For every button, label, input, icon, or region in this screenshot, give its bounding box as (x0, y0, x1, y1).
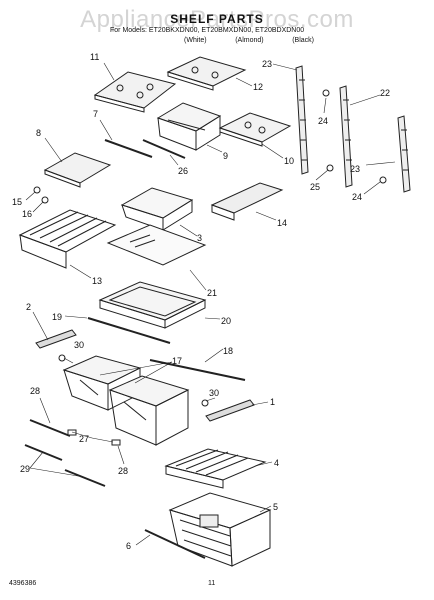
callout-27: 27 (79, 434, 89, 444)
callout-17: 17 (172, 356, 182, 366)
callout-16: 16 (22, 209, 32, 219)
part-upright-22 (339, 85, 353, 188)
callout-8: 8 (36, 128, 41, 138)
part-wire-shelf-4 (164, 448, 267, 489)
callout-26: 26 (178, 166, 188, 176)
page-number: 11 (208, 580, 216, 587)
part-rail-26 (142, 139, 186, 159)
callout-24-mid: 24 (352, 192, 362, 202)
part-crisper-17b (108, 375, 190, 446)
part-drawer-9 (156, 102, 222, 151)
callout-24-top: 24 (318, 116, 328, 126)
watermark: AppliancePartsPros.com (80, 6, 354, 33)
callout-29: 29 (20, 464, 30, 474)
color-white: (White) (184, 37, 207, 44)
document-number: 4396386 (9, 580, 37, 587)
leader-lines (25, 62, 396, 546)
part-screw-15 (33, 186, 41, 194)
callout-11: 11 (90, 52, 99, 62)
part-screw-30b (201, 399, 209, 407)
callout-12: 12 (253, 82, 263, 92)
part-bracket-2 (35, 329, 77, 349)
part-rail-23b (397, 115, 411, 193)
callout-labels: 11 12 23 22 24 7 26 9 10 8 15 16 23 25 2… (12, 52, 390, 551)
callout-3: 3 (197, 233, 202, 243)
callout-19: 19 (52, 312, 62, 322)
part-glass-shelf-21 (106, 224, 207, 266)
part-shelf-frame-20 (98, 281, 207, 329)
part-bracket-1 (205, 399, 255, 422)
callout-2: 2 (26, 302, 31, 312)
part-rod-18 (149, 359, 246, 381)
part-clip-27b (111, 439, 121, 446)
callout-28-left: 28 (30, 386, 40, 396)
part-shelf-11 (93, 71, 177, 113)
part-shelf-12 (166, 56, 247, 91)
model-numbers: For Models: ET20BKXDN00, ET20BMXDN00, ET… (110, 27, 305, 34)
callout-28-right: 28 (118, 466, 128, 476)
callout-4: 4 (274, 458, 279, 468)
part-rail-23a (295, 65, 309, 175)
callout-7: 7 (93, 109, 98, 119)
callout-23-mid: 23 (350, 164, 360, 174)
callout-23-top: 23 (262, 59, 272, 69)
part-bin-3 (120, 187, 194, 231)
callout-13: 13 (92, 276, 102, 286)
callout-25: 25 (310, 182, 320, 192)
part-shelf-10 (218, 112, 292, 147)
page-title: SHELF PARTS (170, 12, 264, 26)
part-rail-19 (87, 317, 171, 344)
color-black: (Black) (292, 37, 314, 44)
part-rail-29a (24, 444, 63, 461)
part-screw-24b (379, 176, 387, 184)
part-screw-16 (41, 196, 49, 204)
callout-14: 14 (277, 218, 287, 228)
part-screw-25 (326, 164, 334, 172)
part-basket-5 (168, 492, 272, 567)
callout-30-left: 30 (74, 340, 84, 350)
part-screw-24a (322, 89, 330, 97)
part-rail-6 (144, 529, 206, 559)
part-wire-shelf-13 (18, 209, 117, 269)
callout-21: 21 (207, 288, 217, 298)
callout-22: 22 (380, 88, 390, 98)
callout-6: 6 (126, 541, 131, 551)
callout-18: 18 (223, 346, 233, 356)
part-shelf-8 (43, 152, 112, 188)
part-screw-30a (58, 354, 66, 362)
part-clip-27a (67, 429, 77, 436)
part-egg-tray-14 (210, 182, 284, 221)
color-columns: (White) (Almond) (Black) (184, 37, 314, 44)
callout-1: 1 (270, 397, 275, 407)
color-almond: (Almond) (235, 37, 264, 44)
callout-5: 5 (273, 502, 278, 512)
callout-15: 15 (12, 197, 22, 207)
callout-30-right: 30 (209, 388, 219, 398)
part-rail-7 (104, 139, 153, 158)
part-rail-29b (64, 469, 106, 487)
callout-20: 20 (221, 316, 231, 326)
callout-9: 9 (223, 151, 228, 161)
part-rail-28a (29, 419, 71, 437)
callout-10: 10 (284, 156, 294, 166)
